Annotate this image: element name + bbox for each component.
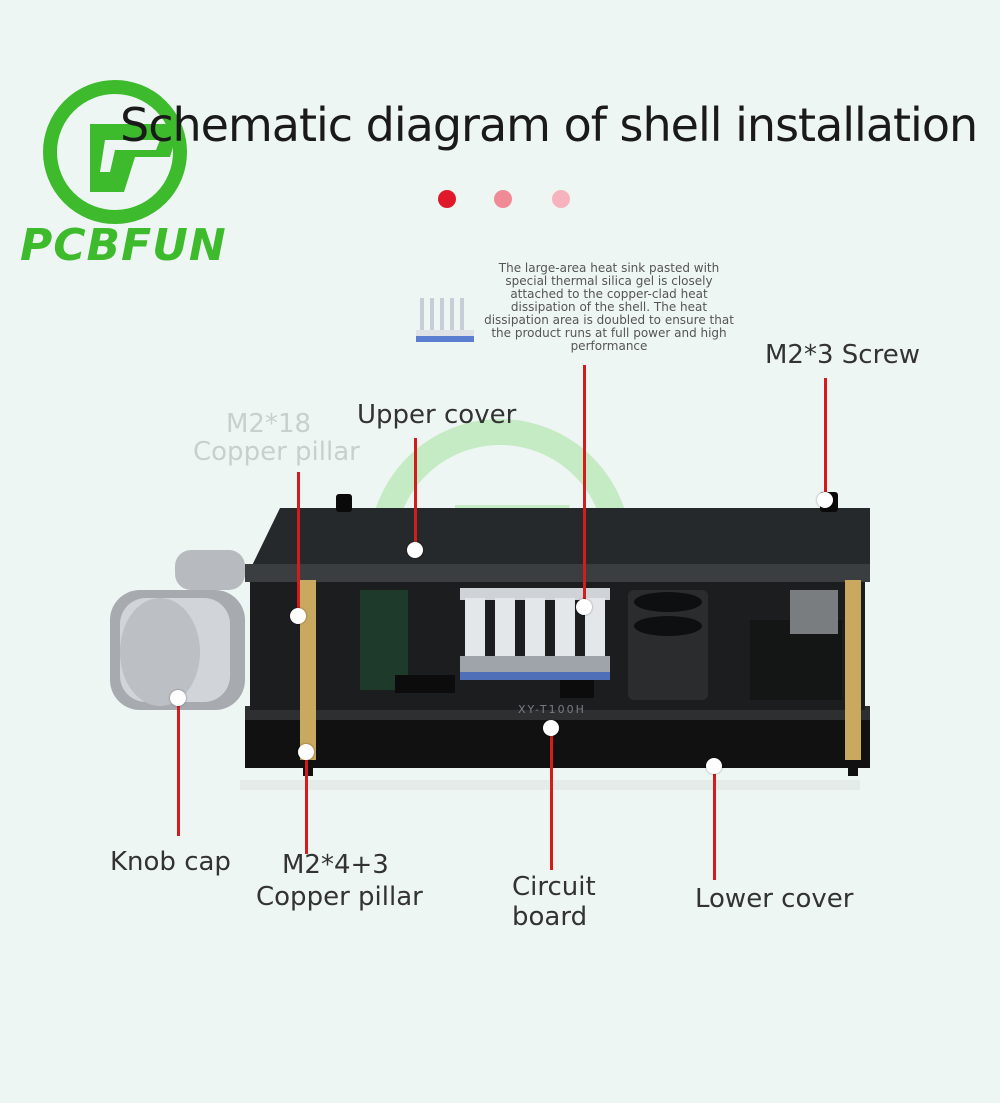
- heat-sink-description: The large-area heat sink pasted with spe…: [484, 261, 734, 353]
- screw-leader-line: [824, 378, 827, 496]
- upper-cover-marker: [407, 542, 423, 558]
- pagination-dot-2[interactable]: [494, 190, 512, 208]
- lower-cover-marker: [706, 758, 722, 774]
- screw-label: M2*3 Screw: [765, 340, 920, 370]
- pagination-dot-1[interactable]: [438, 190, 456, 208]
- upper-cover-leader-line: [414, 438, 417, 548]
- board-marking: XY-T100H: [518, 703, 586, 716]
- copper-pillar-top-label-1: M2*18: [226, 409, 312, 439]
- circuit-board-label-2: board: [512, 902, 588, 932]
- copper-pillar-bottom-label-2: Copper pillar: [256, 882, 423, 912]
- knob-cap-leader-line: [177, 700, 180, 836]
- copper-pillar-bottom-label-1: M2*4+3: [282, 850, 389, 880]
- screw-marker: [817, 492, 833, 508]
- lower-cover-label: Lower cover: [695, 884, 854, 914]
- brand-logo-icon: [43, 80, 187, 224]
- knob-cap-marker: [170, 690, 186, 706]
- page-title: Schematic diagram of shell installation: [120, 98, 978, 152]
- circuit-board-marker: [543, 720, 559, 736]
- copper-pillar-top-label-2: Copper pillar: [193, 437, 360, 467]
- pagination-dot-3[interactable]: [552, 190, 570, 208]
- heat-sink-leader-line: [583, 365, 586, 605]
- lower-cover-leader-line: [713, 770, 716, 880]
- circuit-board-label-1: Circuit: [512, 872, 596, 902]
- heat-sink-icon: [416, 298, 474, 342]
- copper-pillar-top-marker: [290, 608, 306, 624]
- copper-pillar-bottom-marker: [298, 744, 314, 760]
- upper-cover-label: Upper cover: [357, 400, 517, 430]
- amplifier-board-illustration: [110, 492, 870, 790]
- brand-logo-text: PCBFUN: [20, 220, 227, 271]
- copper-pillar-bottom-leader-line: [305, 754, 308, 854]
- heat-sink-marker: [576, 599, 592, 615]
- knob-cap-label: Knob cap: [110, 847, 231, 877]
- copper-pillar-top-leader-line: [297, 472, 300, 612]
- circuit-board-leader-line: [550, 732, 553, 870]
